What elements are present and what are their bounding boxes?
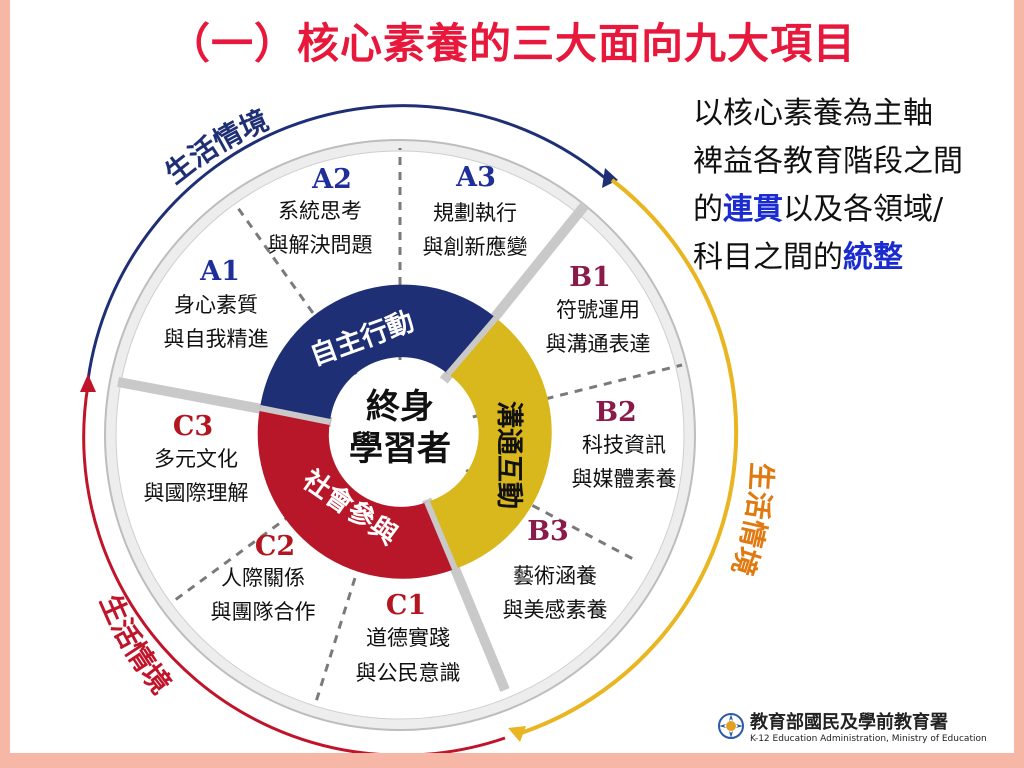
item-a2-line1: 系統思考 [278,199,362,223]
item-b3-line1: 藝術涵養 [513,564,597,588]
arrowhead-right-icon [508,726,526,742]
item-code-a1: A1 [199,256,240,287]
item-a1-line1: 身心素質 [174,293,258,317]
side-line-4: 科目之間的統整 [693,234,963,282]
side-line-2: 裨益各教育階段之間 [693,144,963,179]
item-b3-line2: 與美感素養 [503,598,608,622]
arrowhead-top-icon [602,168,618,188]
item-code-c1: C1 [386,590,426,621]
side-line-3: 的連貫以及各領域/ [693,186,963,234]
item-code-c3: C3 [173,411,213,442]
item-c3-line2: 與國際理解 [144,481,249,505]
item-b2-line2: 與媒體素養 [572,467,677,491]
dimension-ring-b [427,318,552,569]
item-code-c2: C2 [255,531,295,562]
arrowhead-bottom-icon [80,374,96,392]
context-arc-top [86,104,606,381]
context-arc-right [514,178,739,737]
item-a2-line2: 與解決問題 [268,233,373,257]
item-c1-line2: 與公民意識 [356,661,461,685]
side-highlight-integration: 統整 [843,240,903,275]
item-a3-line1: 規劃執行 [433,201,517,225]
dimension-ring-c [257,408,455,579]
center-line-2: 學習者 [349,429,451,469]
item-code-b3: B3 [527,516,569,547]
side-line-3-pre: 的 [693,192,723,227]
side-line-4-pre: 科目之間的 [693,240,843,275]
side-line-3-post: 以及各領域/ [783,192,944,227]
dimension-ring-a [260,284,496,422]
slide-title: （一）核心素養的三大面向九大項目 [167,19,856,68]
item-code-a2: A2 [311,164,352,195]
center-line-1: 終身 [366,387,434,427]
item-c2-line2: 與團隊合作 [211,600,316,624]
ministry-emblem-icon [718,713,744,739]
item-a3-line2: 與創新應變 [423,235,528,259]
side-description: 以核心素養為主軸 裨益各教育階段之間 的連貫以及各領域/ 科目之間的統整 [693,90,963,282]
item-a1-line2: 與自我精進 [164,327,269,351]
item-code-b2: B2 [595,397,637,428]
ministry-logo: 教育部國民及學前教育署 K-12 Education Administratio… [718,708,987,744]
item-b1-line1: 符號運用 [556,298,640,322]
item-c2-line1: 人際關係 [221,566,305,590]
item-c3-line1: 多元文化 [154,447,238,471]
logo-name: 教育部國民及學前教育署 [750,712,948,733]
logo-text: 教育部國民及學前教育署 K-12 Education Administratio… [750,708,987,744]
item-b1-line2: 與溝通表達 [546,332,651,356]
side-line-1: 以核心素養為主軸 [693,96,933,131]
footer-band [0,753,1024,768]
item-code-b1: B1 [569,262,611,293]
center-disc [330,365,470,505]
item-code-a3: A3 [455,162,496,193]
logo-english: K-12 Education Administration, Ministry … [750,734,987,744]
side-highlight-coherence: 連貫 [723,192,783,227]
item-b2-line1: 科技資訊 [582,433,666,457]
item-c1-line1: 道德實踐 [366,626,450,650]
dimension-label-b: 溝通互動 [493,401,524,509]
